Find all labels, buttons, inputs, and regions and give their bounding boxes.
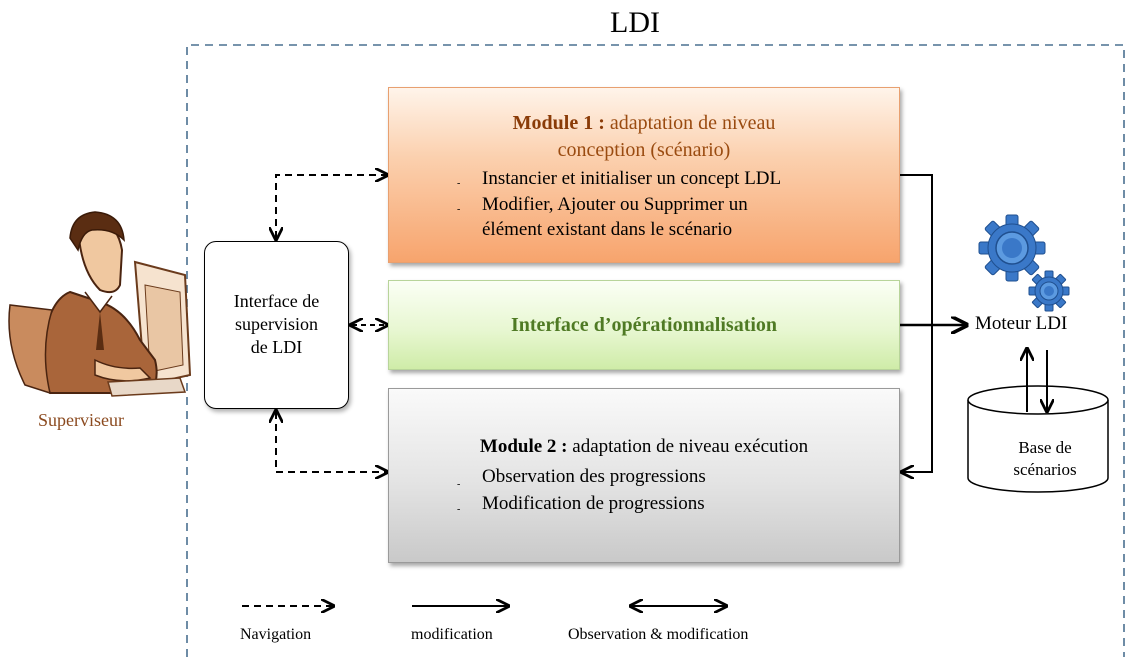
gear-small-icon: [1028, 270, 1070, 312]
module2-bullet-2: -: [457, 504, 461, 515]
database-cylinder: [967, 385, 1109, 493]
module1-title-bold: Module 1 :: [512, 112, 605, 134]
superviseur-label: Superviseur: [38, 410, 124, 430]
legend-modification-label: modification: [411, 626, 493, 643]
moteur-ldi-label: Moteur LDI: [975, 313, 1068, 334]
gear-icon: [978, 214, 1046, 282]
module2-title-rest: adaptation de niveau exécution: [567, 436, 809, 457]
module1-title-line2: conception (scénario): [557, 139, 731, 161]
module2-item-2: Modification de progressions: [482, 493, 705, 514]
module2-box: Module 2 : adaptation de niveau exécutio…: [388, 388, 900, 563]
module2-title: Module 2 : adaptation de niveau exécutio…: [389, 436, 899, 458]
database-label-line-2: scénarios: [1013, 460, 1077, 479]
module2-bullet-1: -: [457, 479, 461, 490]
legend-navigation-label: Navigation: [240, 626, 312, 643]
interface-supervision-label: Interface de supervision de LDI: [205, 290, 348, 359]
interface-operationnalisation-label: Interface d’opérationnalisation: [510, 314, 778, 336]
module2-item-1: Observation des progressions: [482, 466, 706, 487]
database-label: Base de scénarios: [993, 437, 1097, 481]
module2-title-bold: Module 2 :: [479, 436, 568, 457]
interface-operationnalisation-box: Interface d’opérationnalisation: [388, 280, 900, 370]
module1-item-1: Instancier et initialiser un concept LDL: [482, 168, 782, 189]
module1-title: Module 1 : adaptation de niveau concepti…: [389, 110, 899, 164]
interface-supervision-box: Interface de supervision de LDI: [204, 241, 349, 409]
interface-supervision-line-3: de LDI: [250, 337, 303, 357]
ldi-boundary: [186, 44, 1125, 657]
module1-item-2: Modifier, Ajouter ou Supprimer un: [482, 194, 748, 215]
module1-title-rest: adaptation de niveau: [604, 112, 776, 134]
nav-arrow-to-module2: [276, 412, 386, 472]
diagram-title: LDI: [610, 6, 660, 39]
legend-observation-label: Observation & modification: [568, 626, 749, 643]
module1-item-3: élément existant dans le scénario: [482, 219, 733, 240]
nav-arrow-to-module1: [276, 175, 386, 238]
interface-supervision-line-1: Interface de: [233, 291, 320, 311]
module1-link: [900, 174, 933, 472]
interface-supervision-line-2: supervision: [235, 314, 318, 334]
module1-bullet-1: -: [457, 178, 461, 189]
supervisor-illustration: [8, 211, 192, 397]
module1-bullet-2: -: [457, 204, 461, 215]
module1-box: Module 1 : adaptation de niveau concepti…: [388, 87, 900, 263]
database-label-line-1: Base de: [1018, 438, 1072, 457]
